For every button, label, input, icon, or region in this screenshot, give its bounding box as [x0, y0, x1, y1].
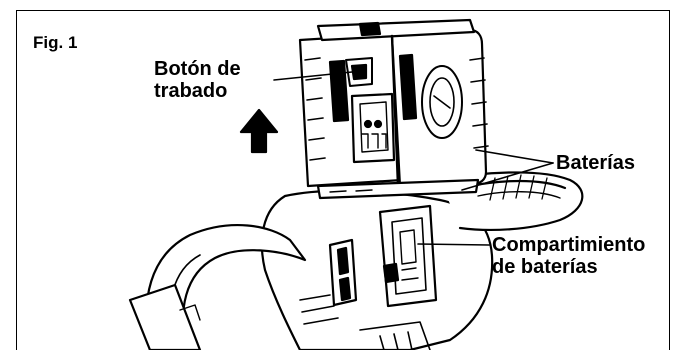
- batteries-label: Baterías: [556, 152, 635, 174]
- tool-body: [128, 171, 584, 350]
- batteries-leader-2: [461, 162, 554, 191]
- locking-button-label-line2: trabado: [154, 80, 228, 102]
- locking-button-label: Botón de trabado: [154, 58, 241, 102]
- battery-compartment-leader: [417, 243, 490, 246]
- batteries-leader-1: [475, 149, 554, 164]
- arrow-up-icon: [239, 108, 279, 154]
- battery-compartment-label: Compartimiento de baterías: [492, 234, 645, 278]
- battery-pack: [298, 18, 489, 200]
- figure-frame: [16, 10, 670, 350]
- locking-button-label-line1: Botón de: [154, 58, 241, 80]
- battery-compartment-label-line2: de baterías: [492, 256, 598, 278]
- figure-label: Fig. 1: [33, 33, 78, 52]
- battery-compartment-label-line1: Compartimiento: [492, 234, 646, 256]
- callout-leaders: [273, 71, 554, 246]
- battery-compartment: [378, 204, 438, 308]
- locking-button-leader: [273, 71, 353, 81]
